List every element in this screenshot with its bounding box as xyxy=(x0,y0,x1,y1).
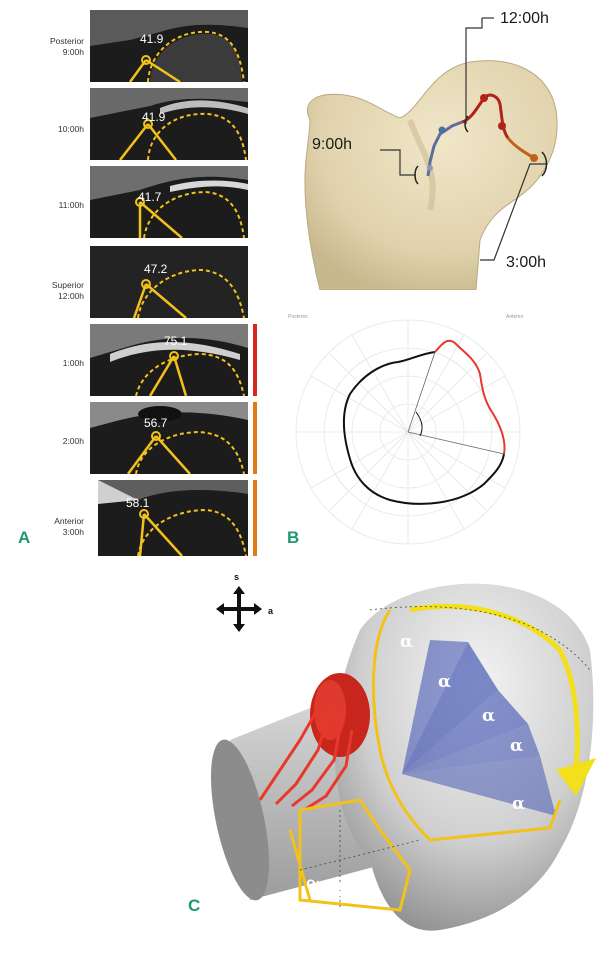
mri-slice: 58.1 xyxy=(98,480,248,556)
angle-value: 47.2 xyxy=(144,262,167,276)
radar-label-posterior: Posterior xyxy=(288,314,308,320)
panel-letter-a: A xyxy=(18,528,30,548)
angle-value: 41.7 xyxy=(138,190,161,204)
alpha-label: α xyxy=(512,794,525,814)
row-label: Anterior 3:00h xyxy=(0,516,84,538)
panel-letter-b: B xyxy=(287,528,299,548)
angle-value: 41.9 xyxy=(140,32,163,46)
radar-label-anterior: Anterior xyxy=(506,314,524,320)
row-label-line2: 10:00h xyxy=(0,124,84,135)
row-label: 10:00h xyxy=(0,124,84,135)
direction-arrows-icon xyxy=(216,586,262,632)
alpha-label: α xyxy=(400,632,413,652)
panel-b-femur: 12:00h 9:00h 3:00h xyxy=(280,0,599,290)
angle-value: 58.1 xyxy=(126,496,149,510)
panel-letter-c: C xyxy=(188,896,200,916)
label-12h: 12:00h xyxy=(500,10,549,28)
row-label-line2: 3:00h xyxy=(0,527,84,538)
radar-plot xyxy=(280,304,538,550)
mri-slice: 41.9 xyxy=(90,88,248,160)
profile-bar-orange xyxy=(253,402,257,474)
angle-value: 41.9 xyxy=(142,110,165,124)
row-label-line1: Anterior xyxy=(0,516,84,527)
mri-slice: 47.2 xyxy=(90,246,248,318)
femoral-head-model xyxy=(0,570,599,963)
row-label-line2: 11:00h xyxy=(0,200,84,211)
angle-value: 75.1 xyxy=(164,334,187,348)
row-label: 2:00h xyxy=(0,436,84,447)
row-label-line1: Superior xyxy=(0,280,84,291)
row-label-line2: 1:00h xyxy=(0,358,84,369)
row-label: Posterior 9:00h xyxy=(0,36,84,58)
row-label-line2: 2:00h xyxy=(0,436,84,447)
row-label: 11:00h xyxy=(0,200,84,211)
row-label: Superior 12:00h xyxy=(0,280,84,302)
row-label-line1: Posterior xyxy=(0,36,84,47)
mri-slice: 75.1 xyxy=(90,324,248,396)
label-9h: 9:00h xyxy=(312,136,352,154)
row-label: 1:00h xyxy=(0,358,84,369)
mri-slice: 56.7 xyxy=(90,402,248,474)
mri-slice: 41.7 xyxy=(90,166,248,238)
profile-bar-red xyxy=(253,324,257,396)
axis-label-anterior: a xyxy=(268,606,273,616)
alpha-label: α xyxy=(438,672,451,692)
mri-slice: 41.9 xyxy=(90,10,248,82)
alpha-label: α xyxy=(510,736,523,756)
alpha-label: α xyxy=(482,706,495,726)
panel-b-radar: Posterior Anterior xyxy=(280,304,538,550)
label-3h: 3:00h xyxy=(506,254,546,272)
row-label-line2: 9:00h xyxy=(0,47,84,58)
profile-bar-orange xyxy=(253,480,257,556)
angle-value: 56.7 xyxy=(144,416,167,430)
axis-label-superior: s xyxy=(234,572,239,582)
row-label-line2: 12:00h xyxy=(0,291,84,302)
